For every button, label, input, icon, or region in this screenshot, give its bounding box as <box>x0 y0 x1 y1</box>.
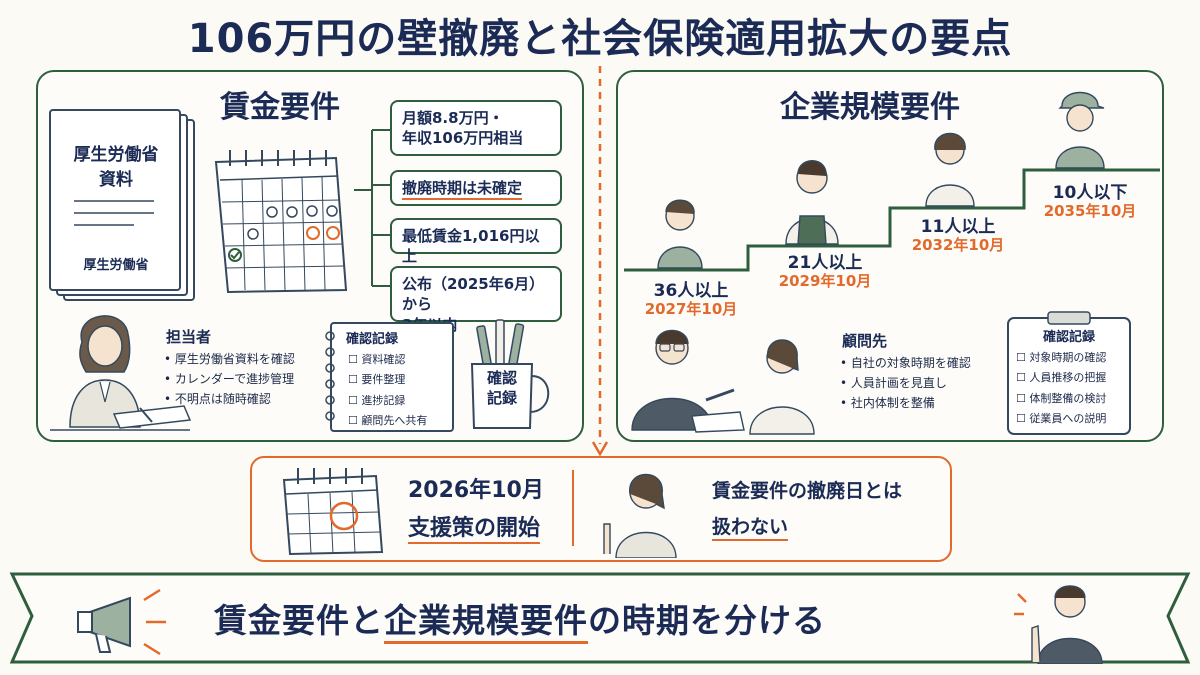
step-date: 2035年10月 <box>1043 202 1137 220</box>
clip-item: ☐ 対象時期の確認 <box>1016 351 1107 364</box>
company-heading: 企業規模要件 <box>780 90 960 125</box>
client-item: • 人員計画を見直し <box>840 375 947 390</box>
ribbon-part3: の時期を分ける <box>588 601 826 640</box>
wage-box-minimum-wage: 最低賃金1,016円以上 <box>390 218 562 265</box>
support-person-illustration <box>603 473 677 558</box>
note-item: ☐ 進捗記録 <box>348 393 406 407</box>
step-count: 36人以上 <box>653 281 729 301</box>
clip-list: ☐ 対象時期の確認 ☐ 人員推移の把握 ☐ 体制整備の検討 ☐ 従業員への説明 <box>1016 348 1106 429</box>
page-title: 106万円の壁撤廃と社会保険適用拡大の要点 <box>187 16 1013 62</box>
step-count: 10人以下 <box>1052 183 1128 203</box>
support-note2: 扱わない <box>712 516 789 541</box>
staff-item: • カレンダーで進捗管理 <box>164 371 295 386</box>
ribbon-part2: 企業規模要件 <box>384 601 588 644</box>
clip-heading: 確認記録 <box>1042 330 1095 345</box>
ribbon-part1: 賃金要件と <box>214 601 384 640</box>
note-item: ☐ 顧問先へ共有 <box>348 414 428 428</box>
person-11 <box>925 133 975 207</box>
person-21 <box>785 160 839 245</box>
step-count: 11人以上 <box>920 217 996 237</box>
wage-heading: 賃金要件 <box>220 90 340 125</box>
clipboard-icon <box>1007 311 1131 435</box>
client-heading: 顧問先 <box>842 332 888 350</box>
clip-item: ☐ 体制整備の検討 <box>1016 391 1107 405</box>
staff-heading: 担当者 <box>166 328 212 346</box>
presenter-illustration <box>1014 585 1103 664</box>
doc-title: 厚生労働省 資料 <box>73 145 159 190</box>
wage-box-amount: 月額8.8万円・ 年収106万円相当 <box>390 100 562 156</box>
client-item: • 自社の対象時期を確認 <box>840 356 971 370</box>
clip-item: ☐ 人員推移の把握 <box>1016 371 1107 385</box>
center-divider <box>591 66 609 457</box>
staff-list: • 厚生労働省資料を確認 • カレンダーで進捗管理 • 不明点は随時確認 <box>164 350 295 409</box>
document-icon <box>49 109 195 301</box>
pen-mug-icon <box>470 319 550 429</box>
client-list: • 自社の対象時期を確認 • 人員計画を見直し • 社内体制を整備 <box>840 354 971 413</box>
staff-item: • 厚生労働省資料を確認 <box>164 352 295 366</box>
step-date: 2029年10月 <box>778 272 872 290</box>
staff-item: • 不明点は随時確認 <box>164 391 271 406</box>
company-panel <box>616 70 1164 442</box>
note-item: ☐ 資料確認 <box>348 353 406 366</box>
person-36 <box>657 199 703 269</box>
ribbon-text: 賃金要件と企業規模要件の時期を分ける <box>214 594 1014 644</box>
megaphone-icon <box>77 588 166 656</box>
staircase-chart <box>624 133 1160 272</box>
clip-item: ☐ 従業員への説明 <box>1016 412 1107 426</box>
consultation-illustration <box>631 329 815 435</box>
support-label: 支援策の開始 <box>408 516 541 544</box>
note-list: ☐ 資料確認 ☐ 要件整理 ☐ 進捗記録 ☐ 顧問先へ共有 <box>348 350 427 431</box>
support-label-wrap: 支援策の開始 <box>408 510 541 544</box>
note-heading: 確認記録 <box>346 332 399 347</box>
check-notebook <box>330 322 454 432</box>
wage-box-undetermined: 撤廃時期は未確定 <box>390 170 562 206</box>
support-date: 2026年10月 <box>408 478 544 503</box>
note-item: ☐ 要件整理 <box>348 373 406 387</box>
step-count: 21人以上 <box>787 253 863 273</box>
wage-box-undetermined-text: 撤廃時期は未確定 <box>402 179 523 200</box>
step-date: 2027年10月 <box>644 300 738 318</box>
support-note1: 賃金要件の撤廃日とは <box>712 480 903 502</box>
ribbon-banner <box>9 572 1191 664</box>
step-date: 2032年10月 <box>911 236 1005 254</box>
notebook-spiral <box>325 331 335 421</box>
doc-footer: 厚生労働省 <box>83 258 149 273</box>
support-note2-wrap: 扱わない <box>712 512 789 541</box>
wage-box-deadline: 公布（2025年6月）から 3年以内 <box>390 266 562 334</box>
client-item: • 社内体制を整備 <box>840 395 935 410</box>
connector-lines <box>354 129 390 287</box>
person-10-illustration <box>1055 91 1105 169</box>
staff-person-illustration <box>50 315 192 431</box>
mug-text: 確認 記録 <box>486 369 517 408</box>
support-divider <box>572 470 574 546</box>
calendar-icon <box>214 150 348 294</box>
support-calendar-icon <box>282 468 384 556</box>
